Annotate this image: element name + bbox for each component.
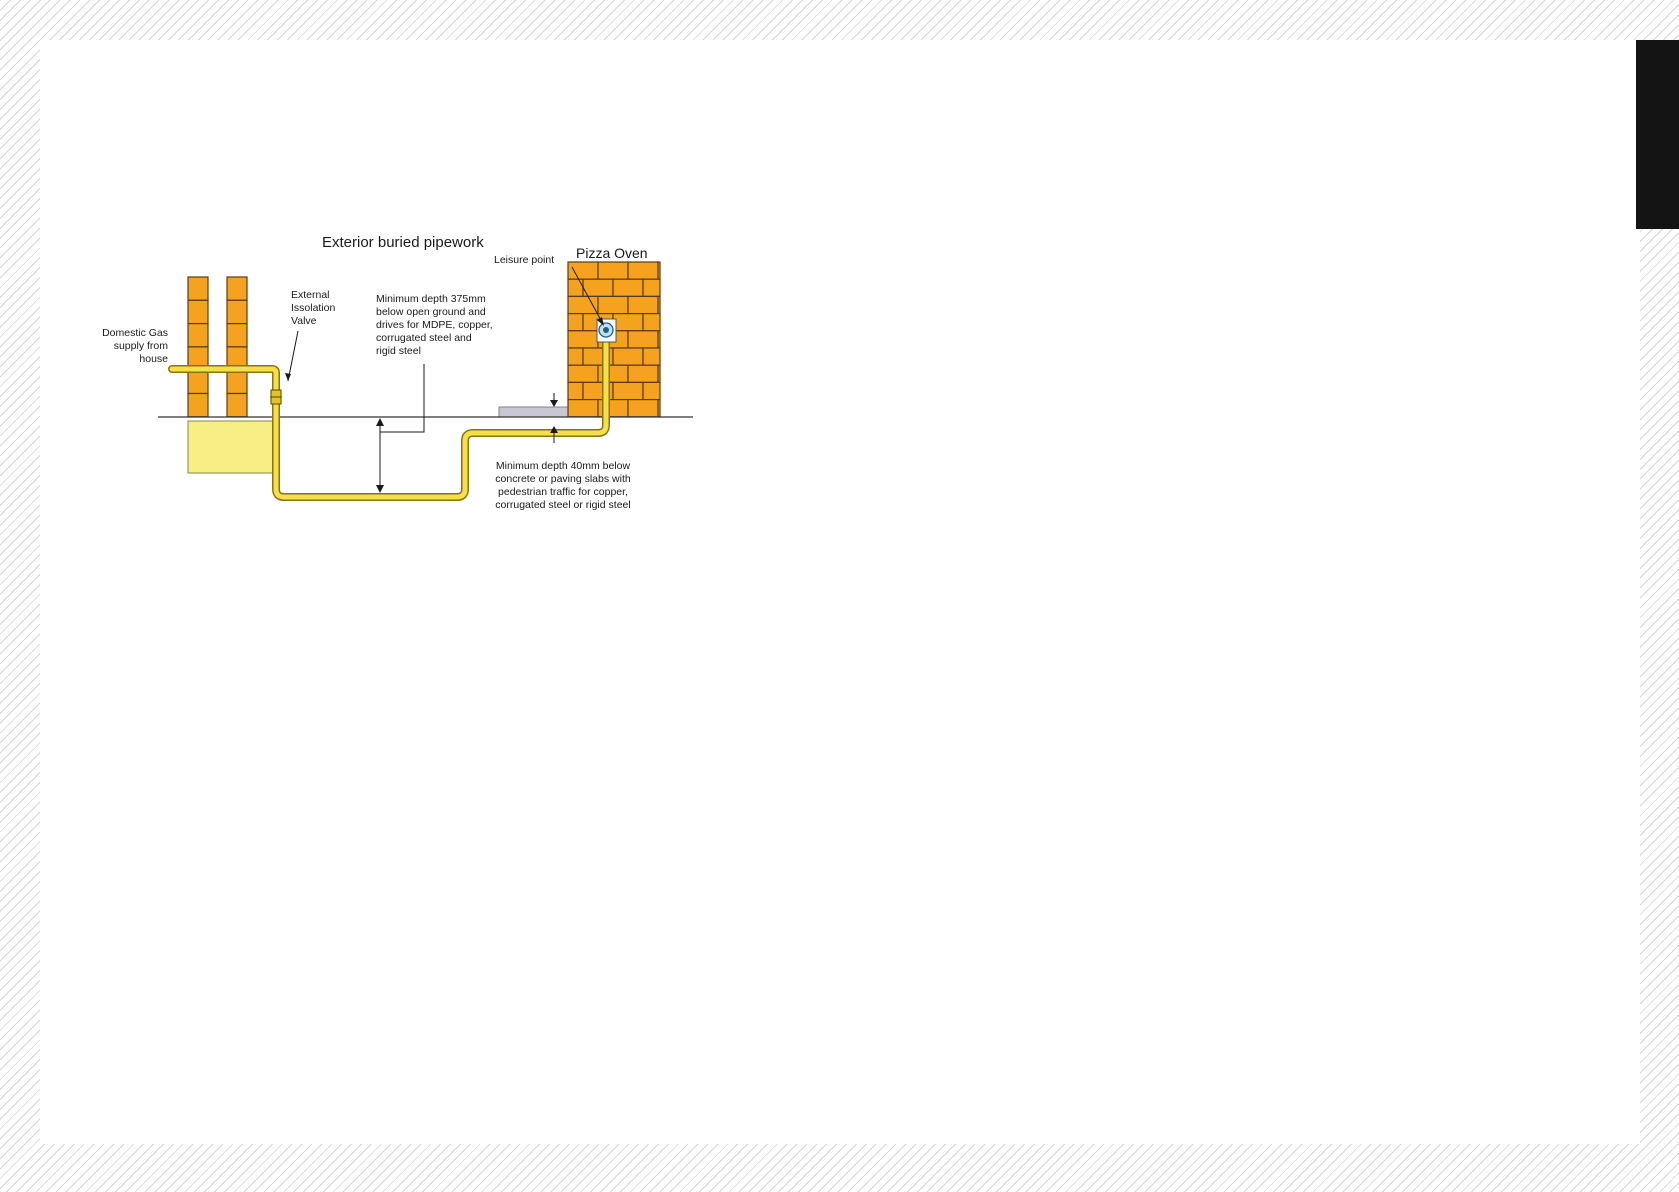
oven-brick <box>567 261 599 280</box>
house-wall-brick <box>226 392 248 418</box>
depth-paving-line-4: corrugated steel or rigid steel <box>495 499 630 511</box>
leisure-point-fitting <box>596 318 617 343</box>
house-wall-brick <box>226 299 248 325</box>
oven-brick <box>567 278 584 297</box>
gas-pipe <box>168 332 610 501</box>
oven-brick <box>567 364 599 384</box>
oven-brick <box>612 381 644 401</box>
depth-375-arrow-top <box>376 418 384 426</box>
valve-label: External Issolation Valve <box>291 289 336 327</box>
oven-brick <box>657 295 661 315</box>
oven-brick <box>567 399 599 418</box>
oven-brick <box>627 330 659 349</box>
oven-brick <box>627 364 659 384</box>
house-foundation <box>187 420 275 474</box>
oven-brick <box>627 261 659 280</box>
oven-brick <box>642 278 661 297</box>
depth-375-leader <box>380 364 425 433</box>
oven-brick <box>642 381 661 401</box>
house-wall-brick <box>226 276 248 301</box>
pizza-oven <box>567 261 661 418</box>
depth-paving-line-2: concrete or paving slabs with <box>495 473 631 485</box>
house-wall-brick <box>226 323 248 348</box>
page: Exterior buried pipework Domest <box>40 40 1640 1144</box>
leisure-point-arrow <box>571 266 604 325</box>
oven-brick <box>567 330 599 349</box>
oven-brick <box>627 399 659 418</box>
oven-brick <box>612 278 644 297</box>
house-wall-brick <box>226 369 248 395</box>
valve-label-line-3: Valve <box>291 315 317 327</box>
oven-brick <box>612 347 644 366</box>
isolation-valve <box>270 389 282 405</box>
oven-brick <box>657 330 661 349</box>
house-wall <box>187 276 248 418</box>
oven-brick <box>582 278 614 297</box>
oven-brick <box>642 313 661 332</box>
depth-paving-note: Minimum depth 40mm below concrete or pav… <box>495 460 631 511</box>
supply-label-line-2: supply from <box>114 340 169 352</box>
leisure-point-label: Leisure point <box>494 254 554 266</box>
oven-brick <box>597 261 629 280</box>
oven-brick <box>567 381 584 401</box>
oven-brick <box>612 313 644 332</box>
oven-brick <box>642 347 661 366</box>
valve-pointer-arrow <box>287 330 299 382</box>
depth-open-ground-line-2: below open ground and <box>376 306 486 318</box>
depth-open-ground-line-5: rigid steel <box>376 345 421 357</box>
valve-label-line-1: External <box>291 289 330 301</box>
house-wall-brick <box>187 369 209 395</box>
depth-open-ground-note: Minimum depth 375mm below open ground an… <box>376 293 493 357</box>
house-wall-brick <box>187 299 209 325</box>
oven-brick <box>657 364 661 384</box>
oven-brick <box>657 399 661 418</box>
oven-brick <box>567 295 599 315</box>
depth-open-ground-line-4: corrugated steel and <box>376 332 472 344</box>
depth-40-arrow-top <box>550 400 558 407</box>
depth-paving-line-1: Minimum depth 40mm below <box>496 460 631 472</box>
depth-open-ground-line-1: Minimum depth 375mm <box>376 293 486 305</box>
gas-pipework-diagram: Exterior buried pipework Domest <box>102 234 693 511</box>
supply-label-line-3: house <box>139 353 168 365</box>
pizza-oven-label: Pizza Oven <box>576 245 648 261</box>
valve-label-line-2: Issolation <box>291 302 336 314</box>
oven-brick <box>627 295 659 315</box>
depth-40-arrow-bottom <box>550 426 558 433</box>
depth-paving-line-3: pedestrian traffic for copper, <box>498 486 628 498</box>
depth-375-arrow-bottom <box>376 485 384 493</box>
leisure-point-arrowhead <box>597 317 604 326</box>
diagram-title: Exterior buried pipework <box>322 234 484 251</box>
supply-label: Domestic Gas supply from house <box>102 327 168 365</box>
depth-open-ground-line-3: drives for MDPE, copper, <box>376 319 493 331</box>
house-wall-brick <box>187 392 209 418</box>
supply-label-line-1: Domestic Gas <box>102 327 168 339</box>
oven-brick <box>567 347 584 366</box>
house-wall-brick <box>187 323 209 348</box>
oven-brick <box>597 295 629 315</box>
oven-brick <box>657 261 661 280</box>
house-wall-brick <box>187 276 209 301</box>
section-edge-tab <box>1636 40 1679 229</box>
oven-brick <box>567 313 584 332</box>
valve-pointer-arrowhead <box>285 373 291 381</box>
